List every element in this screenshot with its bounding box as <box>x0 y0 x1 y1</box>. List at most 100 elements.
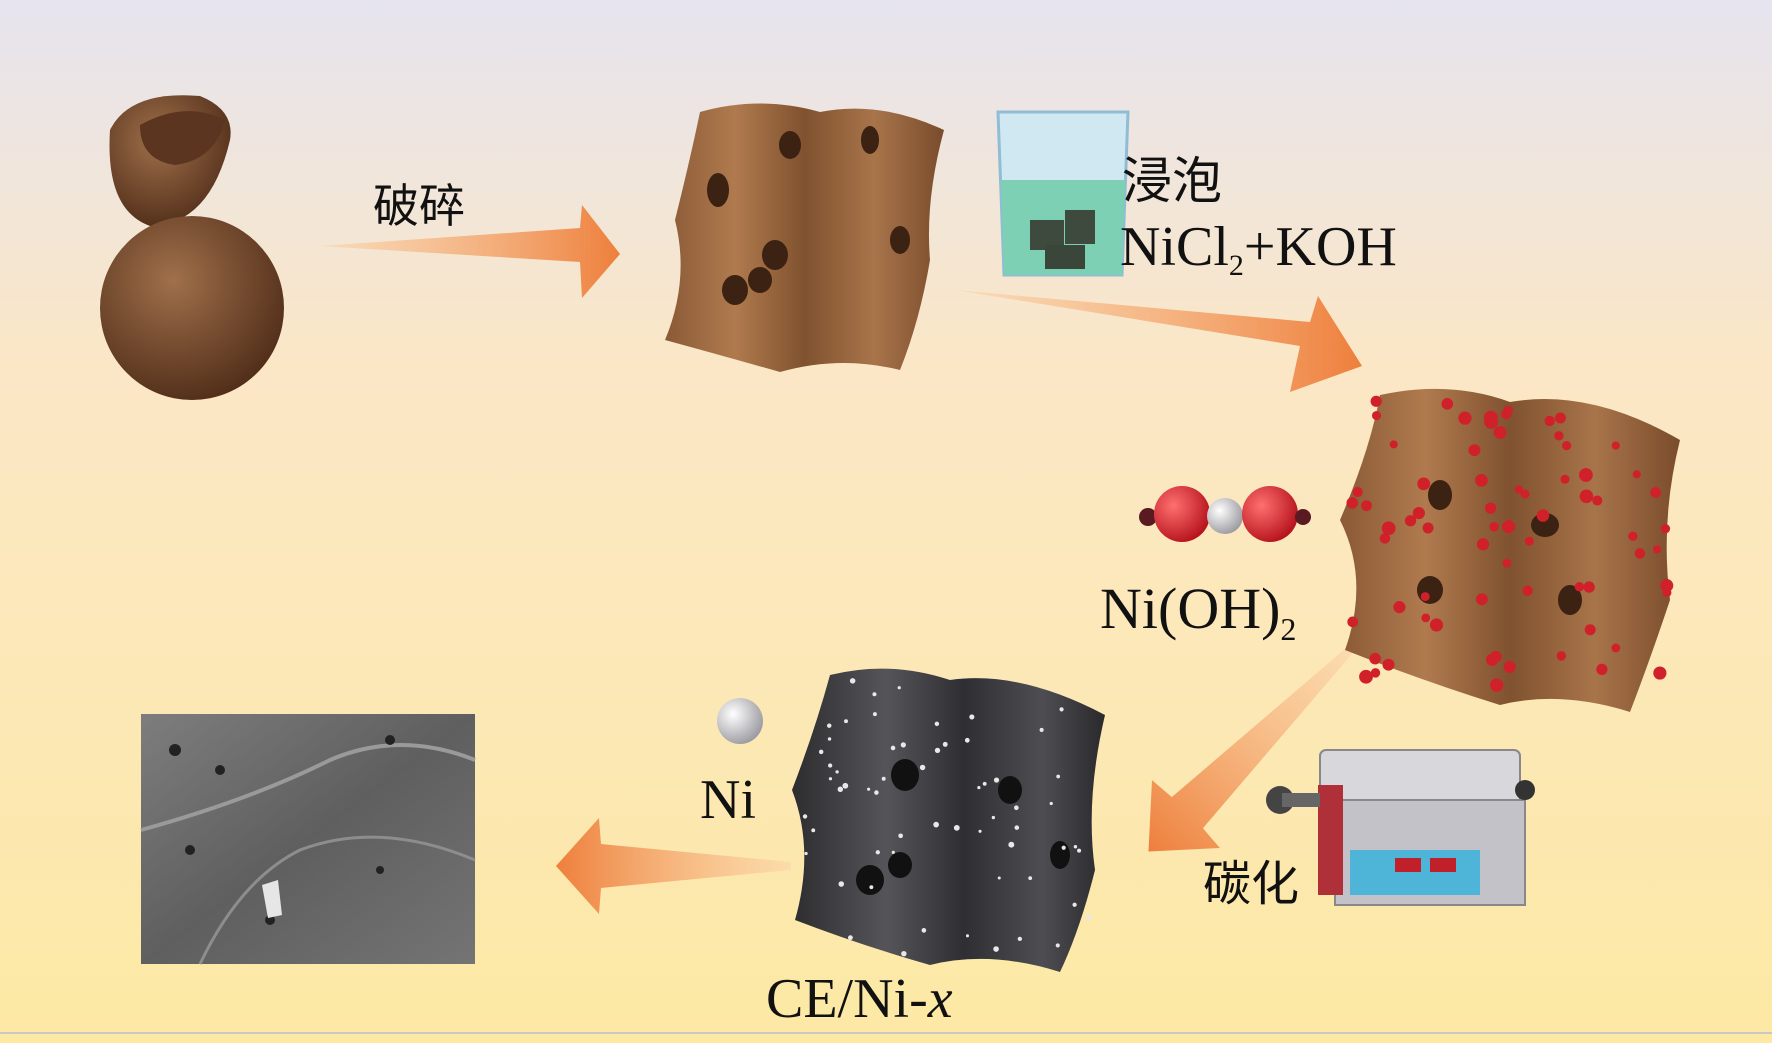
nickel-particle <box>1061 845 1066 850</box>
nickel-particle <box>875 850 880 855</box>
nickel-hydroxide-particle <box>1502 520 1516 534</box>
nickel-particle <box>872 712 877 717</box>
nickel-hydroxide-particle <box>1352 487 1363 498</box>
soak-label: 浸泡 <box>1122 152 1222 210</box>
nickel-particle <box>919 764 926 771</box>
nickel-hydroxide-particle <box>1441 398 1454 410</box>
nickel-particle <box>1017 936 1023 942</box>
nickel-particle <box>991 815 996 820</box>
nickel-particle <box>1028 876 1033 881</box>
nickel-particle <box>828 777 833 781</box>
nickel-hydroxide-particle <box>1579 489 1594 504</box>
nickel-hydroxide-particle <box>1490 678 1504 692</box>
nickel-particle <box>921 928 927 933</box>
nickel-particle <box>977 785 981 790</box>
nickel-hydroxide-particle <box>1650 487 1661 498</box>
nickel-hydroxide-particle <box>1361 500 1372 512</box>
nickel-hydroxide-particle <box>1660 579 1674 593</box>
arrow-to-sem <box>556 818 791 914</box>
nickel-particle <box>835 770 839 774</box>
nickel-particle <box>1055 943 1060 948</box>
nickel-hydroxide-particle <box>1493 426 1507 439</box>
nickel-particle <box>869 885 874 890</box>
nickel-hydroxide-particle <box>1476 538 1490 551</box>
nickel-particle <box>881 776 886 781</box>
nickel-particle <box>965 934 970 938</box>
nickel-hydroxide-particle <box>1520 489 1530 499</box>
nickel-hydroxide-particle <box>1556 651 1566 661</box>
nickel-particle <box>849 678 856 684</box>
beaker-icon <box>996 110 1130 277</box>
nickel-hydroxide-particle <box>1422 522 1434 534</box>
nickel-hydroxide-particle <box>1579 468 1593 482</box>
nickel-particle <box>898 833 903 839</box>
nickel-hydroxide-particle <box>1420 592 1430 602</box>
nickel-hydroxide-particle <box>1554 431 1564 441</box>
nickel-particle <box>1049 801 1053 806</box>
nickel-particle <box>993 777 1000 783</box>
hydroxide-label: Ni(OH)2 <box>1100 576 1296 647</box>
soak-reagent-label: NiCl2+KOH <box>1120 216 1397 282</box>
nickel-hydroxide-particle <box>1483 410 1498 425</box>
nickel-hydroxide-particle <box>1429 618 1444 632</box>
nickel-particle <box>993 946 999 952</box>
nickel-particle <box>942 741 948 747</box>
nickel-particle <box>969 714 975 720</box>
nickel-hydroxide-particle <box>1485 502 1497 514</box>
nickel-hydroxide-particle <box>1412 507 1425 520</box>
nickel-particle <box>953 824 960 831</box>
nickel-particle <box>827 737 832 741</box>
nickel-hydroxide-molecule-icon <box>1139 486 1311 542</box>
nickel-particle <box>838 881 845 887</box>
nickel-hydroxide-particle <box>1389 440 1398 449</box>
arrow-carbonize <box>1148 647 1353 852</box>
nickel-particle <box>1056 774 1061 779</box>
nickel-hydroxide-particle <box>1502 558 1512 568</box>
nickel-particle <box>844 719 848 724</box>
nickel-hydroxide-particle <box>1475 473 1488 487</box>
nickel-hydroxide-particle <box>1554 412 1566 424</box>
nickel-hydroxide-particle <box>1485 653 1499 666</box>
nickel-particle <box>982 781 987 786</box>
nickel-hydroxide-particle <box>1653 666 1667 680</box>
nickel-particle <box>934 721 940 727</box>
nickel-particle <box>827 723 832 728</box>
nickel-particle <box>867 787 871 791</box>
nickel-hydroxide-particle <box>1503 660 1516 673</box>
nickel-particle <box>1073 845 1078 849</box>
nickel-hydroxide-particle <box>1381 521 1396 536</box>
coconut-shell-piece-icon <box>665 103 944 372</box>
nickel-label: Ni <box>700 769 756 831</box>
nickel-particle <box>934 747 941 754</box>
nickel-particle <box>804 851 808 856</box>
nickel-particle <box>891 850 895 854</box>
nickel-hydroxide-particle <box>1596 663 1608 676</box>
nickel-particle <box>978 829 982 833</box>
nickel-particle <box>997 876 1001 880</box>
nickel-particle <box>847 935 853 941</box>
nickel-hydroxide-particle <box>1662 588 1672 598</box>
nickel-hydroxide-particle <box>1475 593 1488 606</box>
nickel-hydroxide-particle <box>1611 643 1621 653</box>
crush-label: 破碎 <box>373 179 465 233</box>
nickel-hydroxide-particle <box>1544 415 1555 427</box>
nickel-hydroxide-particle <box>1346 497 1358 509</box>
nickel-hydroxide-particle <box>1536 509 1550 522</box>
nickel-hydroxide-particle <box>1458 411 1472 425</box>
nickel-hydroxide-particle <box>1522 585 1533 596</box>
sem-micrograph <box>140 714 476 965</box>
nickel-hydroxide-particle <box>1524 536 1534 546</box>
nickel-hydroxide-particle <box>1660 523 1671 534</box>
nickel-hydroxide-loaded-shell-icon <box>1340 388 1680 712</box>
arrow-crush <box>320 205 620 298</box>
nickel-hydroxide-particle <box>1421 613 1431 623</box>
nickel-atom-icon <box>717 698 763 744</box>
nickel-hydroxide-particle <box>1514 485 1523 494</box>
nickel-particle <box>842 782 849 789</box>
nickel-particle <box>1039 727 1044 732</box>
nickel-hydroxide-particle <box>1632 470 1641 479</box>
nickel-hydroxide-particle <box>1369 652 1381 665</box>
nickel-hydroxide-particle <box>1560 474 1570 484</box>
nickel-particle <box>1077 848 1082 853</box>
